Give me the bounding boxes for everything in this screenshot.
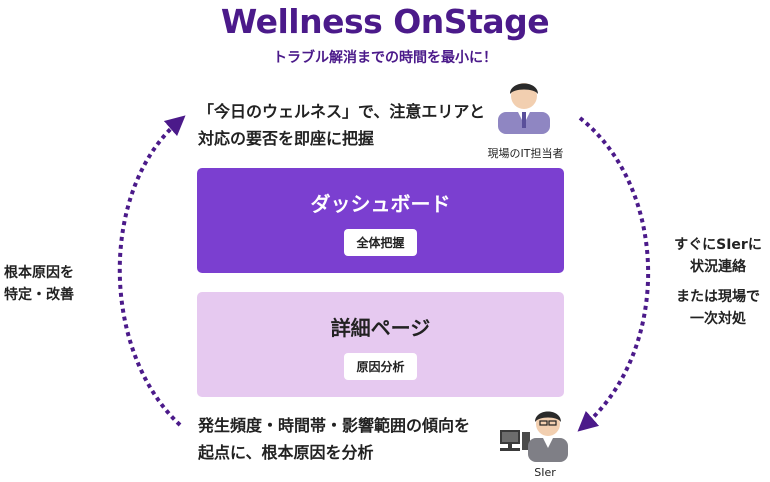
dashboard-title: ダッシュボード bbox=[310, 192, 451, 216]
right-label-line2: 状況連絡 bbox=[690, 259, 746, 275]
left-cycle-arrow bbox=[117, 115, 186, 427]
top-caption-line1: 「今日のウェルネス」で、注意エリアと bbox=[198, 102, 486, 121]
top-caption: 「今日のウェルネス」で、注意エリアと 対応の要否を即座に把握 bbox=[198, 98, 485, 152]
right-label-line3: または現場で bbox=[676, 289, 760, 305]
page-subtitle: トラブル解消までの時間を最小に！ bbox=[273, 50, 497, 66]
bottom-caption: 発生頻度・時間帯・影響範囲の傾向を 起点に、根本原因を分析 bbox=[198, 412, 470, 466]
left-label-line2: 特定・改善 bbox=[4, 287, 74, 303]
dashboard-tag: 全体把握 bbox=[344, 229, 417, 256]
right-cycle-arrow bbox=[577, 116, 651, 432]
it-person-label: 現場のIT担当者 bbox=[487, 147, 564, 160]
detail-title: 詳細ページ bbox=[330, 316, 431, 340]
left-label: 根本原因を 特定・改善 bbox=[0, 262, 78, 306]
top-caption-line2: 対応の要否を即座に把握 bbox=[198, 129, 375, 148]
bottom-caption-line1: 発生頻度・時間帯・影響範囲の傾向を bbox=[198, 416, 471, 435]
detail-tag: 原因分析 bbox=[344, 353, 417, 380]
right-label: すぐにSIerに 状況連絡 または現場で 一次対処 bbox=[668, 234, 768, 330]
sier-person-label: SIer bbox=[534, 466, 556, 479]
right-label-line4: 一次対処 bbox=[690, 311, 746, 327]
detail-box: 詳細ページ 原因分析 bbox=[197, 292, 564, 397]
sier-person-icon bbox=[500, 411, 568, 462]
left-label-line1: 根本原因を bbox=[4, 265, 74, 281]
page-title: Wellness OnStage bbox=[220, 2, 550, 41]
right-label-line1: すぐにSIerに bbox=[674, 237, 762, 253]
dashboard-box: ダッシュボード 全体把握 bbox=[197, 168, 564, 273]
it-person-icon bbox=[498, 83, 550, 134]
bottom-caption-line2: 起点に、根本原因を分析 bbox=[198, 443, 374, 462]
